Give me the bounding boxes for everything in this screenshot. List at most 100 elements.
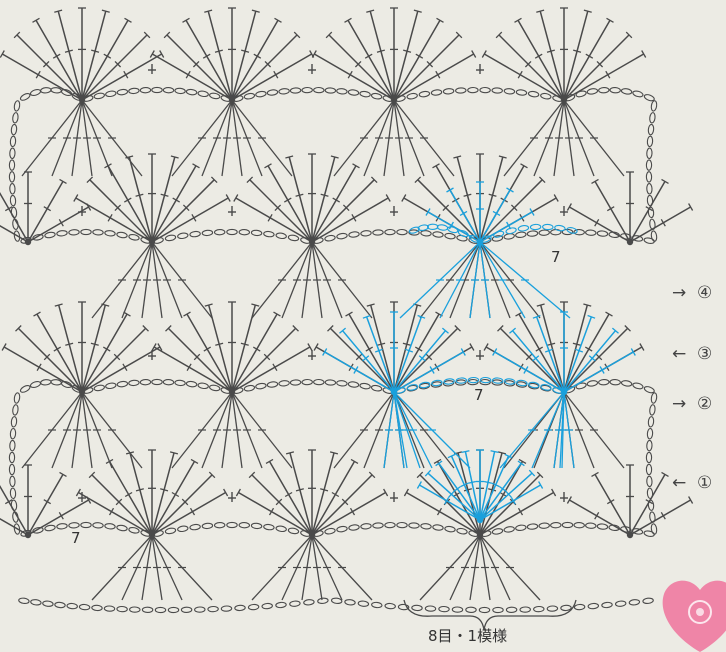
chain-stitch [554, 225, 565, 232]
shell-fan [76, 450, 227, 538]
chain-stitch [547, 606, 558, 612]
chain-stitch-group [312, 229, 479, 244]
long-stitch-legs [252, 535, 372, 600]
chain-stitch [646, 172, 651, 182]
chain-stitch [648, 207, 654, 218]
chain-stitch [163, 379, 174, 385]
chain-stitch [371, 602, 382, 608]
chain-stitch-group [564, 379, 655, 394]
chain-stitch [643, 598, 654, 604]
chain-stitch [92, 605, 103, 611]
chain-stitch [551, 522, 562, 528]
chain-stitch [168, 607, 178, 612]
row-marker-4: → ④ [672, 283, 712, 303]
double-crochet [130, 453, 152, 535]
chain-stitch [195, 607, 206, 612]
chain-stitch [646, 160, 651, 170]
chain-stitch [290, 88, 301, 94]
double-crochet [312, 453, 334, 535]
svg-text:②: ② [697, 394, 712, 414]
double-crochet [457, 157, 480, 242]
chain-stitch [239, 522, 250, 528]
chain-stitch [587, 380, 598, 387]
double-crochet [208, 11, 232, 100]
repeat-note: 8目・1模様 [428, 627, 507, 645]
chain-stitch [336, 233, 347, 240]
chain-stitch [81, 229, 91, 234]
dc-top [462, 451, 470, 453]
chain-stitch [57, 230, 68, 236]
chain-stitch [515, 525, 526, 531]
single-crochet [148, 64, 156, 74]
chain-stitch-group [153, 229, 312, 244]
chain-stitch [317, 598, 328, 604]
chain-stitch [221, 606, 232, 612]
chain-stitch [209, 92, 220, 99]
double-crochet [58, 11, 82, 100]
chain-stitch [452, 607, 463, 612]
double-crochet [82, 305, 105, 392]
chain-stitch [69, 522, 80, 528]
chain-stitch [373, 523, 384, 529]
double-crochet [289, 157, 312, 242]
chain-stitch [505, 227, 516, 235]
chain-stitch [574, 604, 585, 610]
chain-stitch [647, 428, 653, 439]
chain-stitch [263, 524, 274, 530]
chain-stitch [61, 380, 72, 388]
double-crochet [59, 305, 82, 392]
chain-stitch [540, 93, 551, 100]
single-crochet [390, 492, 398, 502]
long-stitch-legs [334, 100, 454, 176]
chain-stitch [515, 232, 526, 238]
chain-stitch [385, 522, 395, 527]
shell-base-dot [25, 239, 31, 245]
chain-stitch [186, 89, 197, 95]
chain-stitch [324, 235, 335, 242]
chain-stitch [302, 379, 312, 384]
chain-stitch [30, 380, 41, 388]
chain-stitch-group [153, 522, 312, 537]
chain-stitch [349, 524, 360, 530]
chain-stitch [11, 124, 17, 135]
chain-stitch [534, 606, 545, 612]
chain-stitch [373, 230, 384, 236]
chain-stitch [651, 392, 658, 403]
chain-stitch [94, 92, 105, 99]
single-crochet [308, 350, 316, 360]
chain-count-label: 7 [474, 386, 484, 404]
single-crochet [308, 64, 316, 74]
chain-stitch [468, 87, 478, 92]
chain-stitch [251, 230, 262, 236]
double-crochet [537, 317, 564, 392]
chain-stitch [397, 229, 407, 234]
long-stitch-legs [22, 100, 142, 176]
chain-stitch [455, 88, 466, 94]
chain-stitch-group [232, 87, 394, 102]
chain-stitch [202, 230, 213, 236]
chain-stitch [516, 89, 527, 95]
heart-motif-icon [663, 581, 726, 652]
chain-stitch [385, 603, 396, 609]
chain-stitch [649, 219, 655, 230]
double-crochet [232, 11, 256, 100]
chain-stitch [18, 598, 29, 605]
single-crochet [476, 64, 484, 74]
chain-stitch [44, 525, 55, 532]
chain-stitch [361, 230, 372, 236]
chain-count-label: 7 [551, 248, 561, 266]
chain-stitch [647, 183, 653, 194]
row-marker-1: ← ① [672, 473, 712, 493]
chain-stitch [117, 381, 128, 387]
dc-bar [468, 482, 476, 484]
chain-stitch [314, 87, 324, 92]
shell-fan [74, 154, 230, 245]
chain-stitch [647, 136, 653, 147]
shell-fan [426, 182, 534, 245]
chain-stitch [598, 379, 609, 385]
double-crochet [129, 157, 152, 242]
chain-stitch [9, 172, 14, 182]
chain-stitch [9, 160, 14, 170]
row-marker-2: → ② [672, 394, 712, 414]
